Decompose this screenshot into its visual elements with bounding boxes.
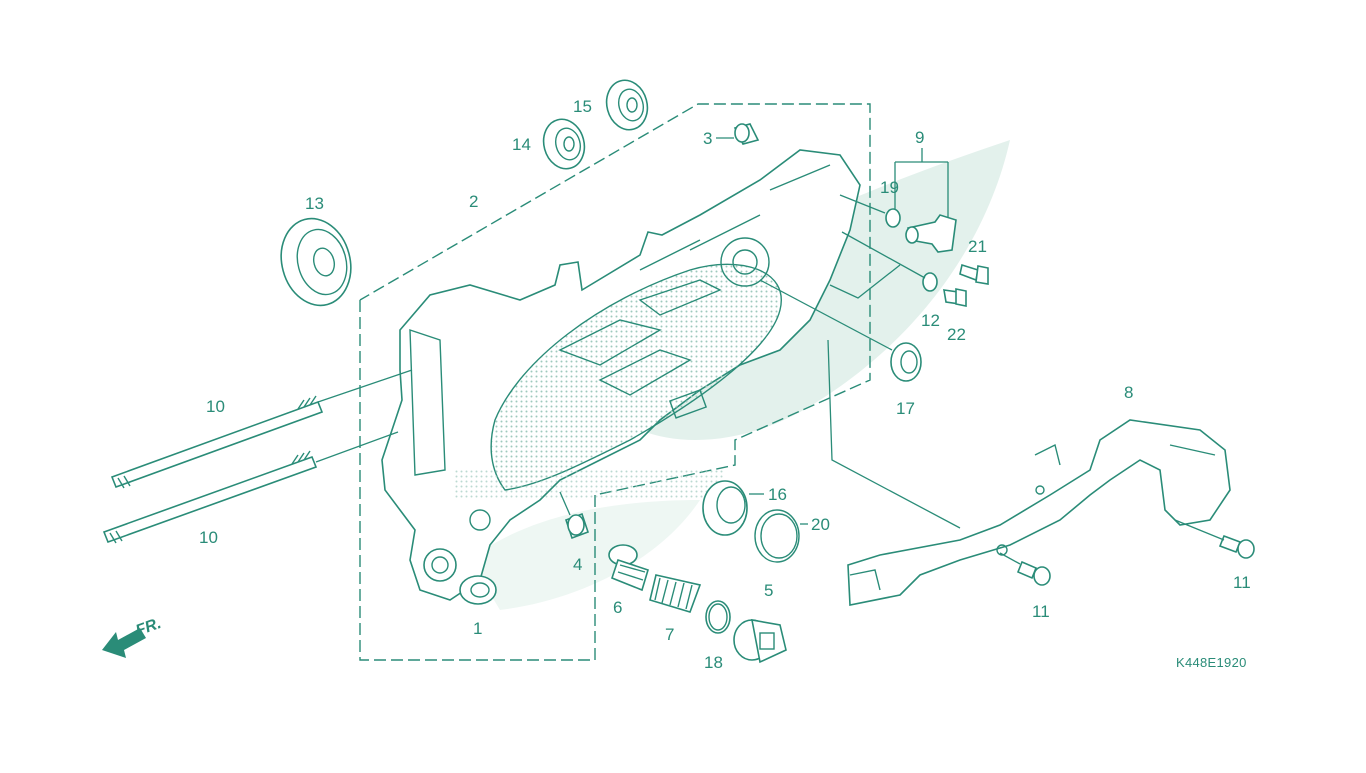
diagram-code: K448E1920 [1176,655,1247,670]
callout-10-lower: 10 [199,528,218,547]
oring-19 [885,208,901,228]
bolt-11-right [1218,534,1255,559]
filter-6 [608,544,649,592]
callout-2: 2 [469,192,478,211]
callout-20: 20 [811,515,830,534]
plug-5 [733,619,787,664]
bracket-8 [847,419,1231,606]
callout-19: 19 [880,178,899,197]
front-direction-arrow: FR. [102,615,164,658]
sensor-9 [905,214,957,253]
callout-13: 13 [305,194,324,213]
leader-8-bracket [827,339,961,529]
callout-1: 1 [473,619,482,638]
washer-12 [922,272,938,292]
callout-21: 21 [968,237,987,256]
callout-18: 18 [704,653,723,672]
bolt-11-leaders [999,519,1225,565]
bearing-14 [542,118,586,170]
callout-11-center: 11 [1032,602,1050,621]
dowel-4 [564,512,590,540]
callout-8: 8 [1124,383,1133,402]
callout-6: 6 [613,598,622,617]
leader-9 [894,148,949,220]
callout-4: 4 [573,555,582,574]
callout-17: 17 [896,399,915,418]
bolt-21 [959,263,989,285]
callout-10-upper: 10 [206,397,225,416]
bolt-22 [943,288,967,307]
case-group-bracket [359,103,871,661]
callout-5: 5 [764,581,773,600]
bearing-15 [605,79,649,131]
callout-12: 12 [921,311,940,330]
dowel-pin-3 [733,123,760,145]
crankcase-body [381,149,861,601]
stud-bolt-upper [110,395,324,489]
leader-4 [559,491,571,516]
callout-16: 16 [768,485,787,504]
callout-11-right: 11 [1233,573,1251,592]
stud-leaders [315,369,413,463]
front-label: FR. [134,615,164,640]
sensor-leaders [829,194,926,299]
callout-7: 7 [665,625,674,644]
leader-17 [759,279,893,351]
callout-14: 14 [512,135,531,154]
callout-15: 15 [573,97,592,116]
circlip-20 [754,509,800,563]
dowel-1 [459,575,497,605]
bearing-13 [280,217,352,307]
oil-seal-17 [890,342,922,382]
callout-9: 9 [915,128,924,147]
spring-7 [649,574,702,613]
callout-22: 22 [947,325,966,344]
seal-16 [702,480,748,536]
stud-bolt-lower [102,450,318,544]
bolt-11-center [1016,560,1051,586]
oring-18 [705,600,731,634]
callout-3: 3 [703,129,712,148]
